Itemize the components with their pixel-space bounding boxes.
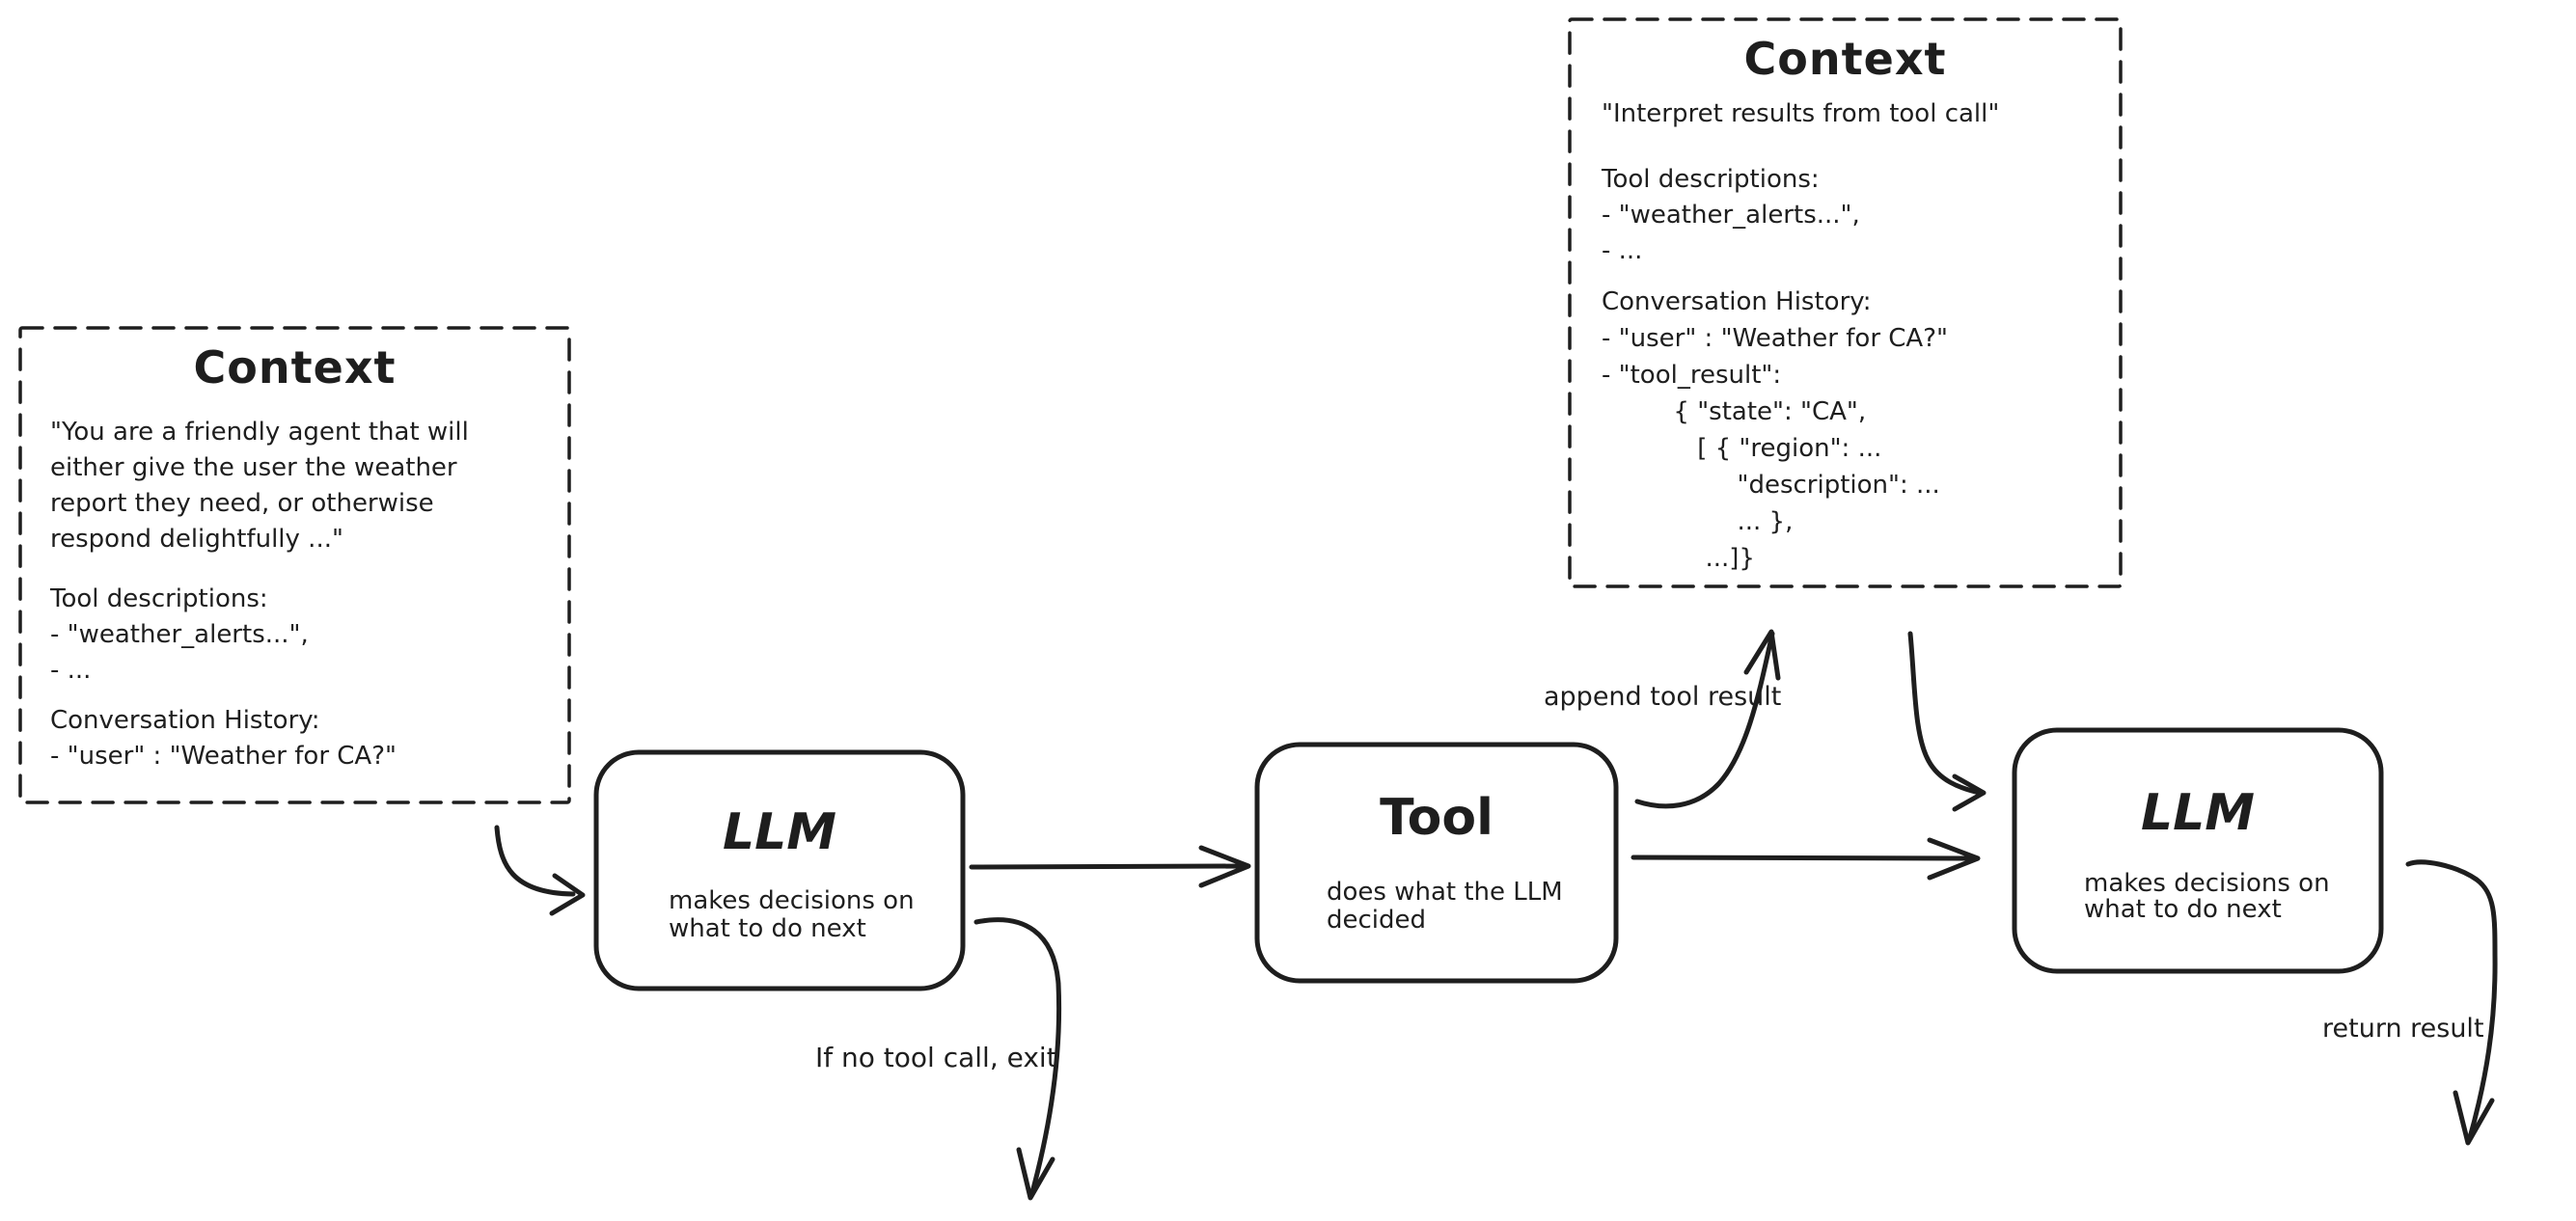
arrow-llm1-exit — [973, 917, 1062, 1199]
arrow-llm2-return — [2405, 859, 2498, 1144]
arrow-tool-to-context — [1634, 631, 1775, 809]
arrow-llm1-to-tool — [969, 863, 1246, 870]
context-top-right-tool-descriptions: Tool descriptions: - "weather_alerts..."… — [1602, 165, 1860, 265]
llm-second-title: LLM — [2140, 784, 2255, 842]
arrowhead-context-to-llm2 — [1952, 773, 1987, 812]
llm-second-box — [2012, 727, 2384, 974]
context-left-box — [18, 326, 571, 804]
arrow-tool-to-llm2 — [1631, 855, 1973, 861]
llm-first-subtitle: makes decisions on what to do next — [669, 886, 915, 943]
context-left-system-prompt: "You are a friendly agent that will eith… — [50, 418, 469, 554]
tool-box — [1254, 742, 1619, 984]
arrowhead-llm2-return — [2453, 1090, 2495, 1146]
context-left-conversation-history: Conversation History: - "user" : "Weathe… — [50, 706, 397, 771]
return-result-label: return result — [2322, 1014, 2484, 1044]
llm-first-title: LLM — [722, 803, 836, 861]
tool-subtitle: does what the LLM decided — [1327, 878, 1563, 935]
llm-second-subtitle: makes decisions on what to do next — [2084, 869, 2330, 924]
context-left-title: Context — [193, 341, 397, 393]
arrowhead-context-to-llm1 — [549, 873, 586, 916]
arrowhead-tool-to-llm2 — [1927, 837, 1981, 881]
context-top-right-conversation-history: Conversation History: - "user" : "Weathe… — [1602, 287, 1948, 573]
arrowhead-tool-to-context — [1743, 629, 1781, 681]
arrow-context-to-llm1 — [494, 825, 576, 897]
append-tool-result-label: append tool result — [1544, 682, 1782, 712]
context-top-right-instruction: "Interpret results from tool call" — [1602, 99, 2000, 128]
arrowhead-llm1-exit — [1016, 1147, 1055, 1201]
llm-first-box — [593, 749, 966, 991]
context-left-tool-descriptions: Tool descriptions: - "weather_alerts..."… — [50, 584, 309, 685]
context-top-right-title: Context — [1743, 33, 1947, 85]
no-tool-call-exit-label: If no tool call, exit — [815, 1042, 1057, 1073]
tool-title: Tool — [1380, 789, 1494, 847]
arrowhead-llm1-to-tool — [1198, 845, 1251, 888]
context-top-right-box — [1568, 17, 2123, 588]
arrow-context-to-llm2 — [1907, 631, 1983, 796]
